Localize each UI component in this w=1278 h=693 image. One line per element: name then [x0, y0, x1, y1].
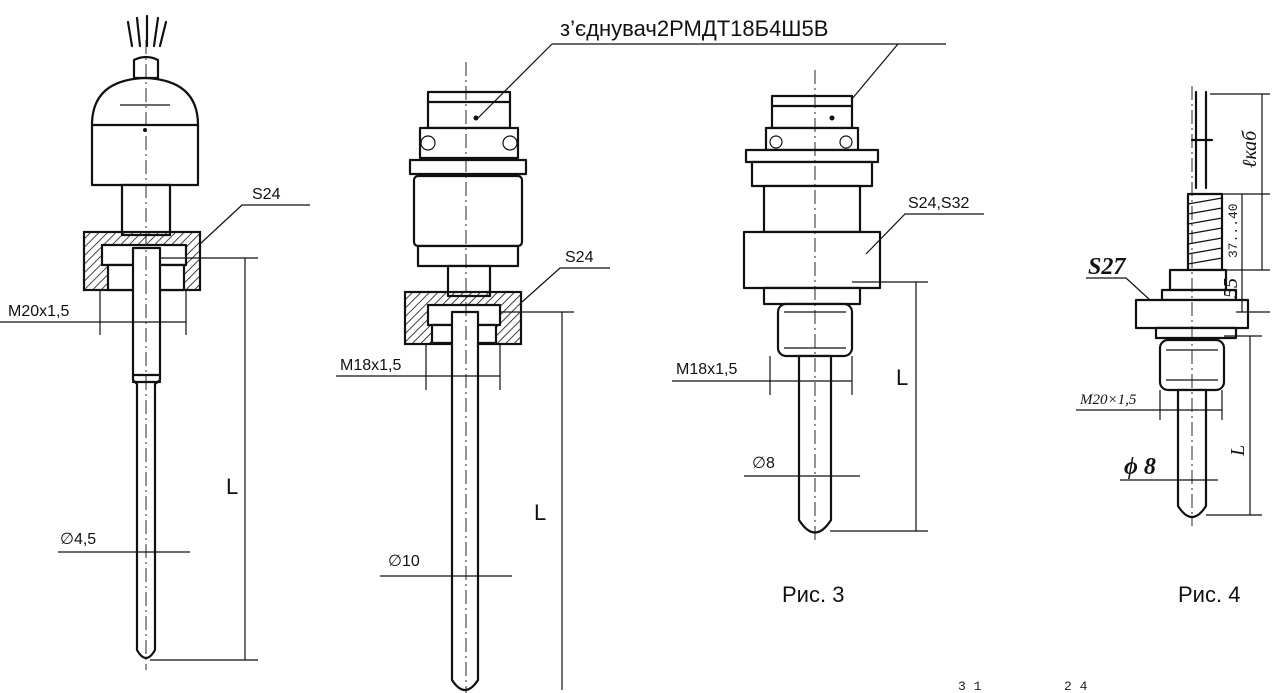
- fig3-caption: Рис. 3: [782, 582, 844, 607]
- page-number-left: 3 1: [958, 679, 982, 693]
- fig2-diameter-label: ∅10: [388, 553, 420, 570]
- fig1-length-label: L: [226, 474, 238, 499]
- connector-callout: з’єднувач2РМДТ18Б4Ш5В: [477, 16, 946, 119]
- figure-4-sensor: ℓкаб 37...40 55 L S27 M20×1,5 ϕ 8 Рис. 4: [1076, 86, 1270, 607]
- fig3-stem: [797, 354, 833, 534]
- fig4-thread-label: M20×1,5: [1079, 392, 1137, 408]
- fig3-length-label: L: [896, 365, 908, 390]
- figure-1-sensor: S24 M20x1,5 L ∅4,5: [0, 14, 310, 670]
- fig3-hex: [742, 230, 882, 290]
- fig4-dim-55: 55: [1220, 278, 1242, 298]
- connector-label: з’єднувач2РМДТ18Б4Ш5В: [560, 16, 828, 41]
- fig4-diameter-label: ϕ 8: [1124, 454, 1156, 480]
- fig2-thread-label: M18x1,5: [340, 357, 401, 374]
- page-number-right: 2 4: [1064, 679, 1088, 693]
- fig3-thread-label: M18x1,5: [676, 361, 737, 378]
- fig1-wrench-label: S24: [252, 186, 281, 203]
- fig4-spring: [1187, 197, 1223, 265]
- fig4-cable-length-label: ℓкаб: [1239, 130, 1261, 168]
- fig4-length-label: L: [1227, 445, 1249, 457]
- figure-3-sensor: S24,S32 M18x1,5 L ∅8 Рис. 3: [672, 70, 984, 607]
- fig3-wrench-label: S24,S32: [908, 195, 969, 212]
- fig1-wires: [126, 14, 168, 80]
- fig2-stem: [450, 310, 480, 692]
- fig1-stem: [131, 246, 162, 660]
- fig2-wrench-label: S24: [565, 249, 594, 266]
- fig4-dim-37-40: 37...40: [1226, 203, 1241, 258]
- fig1-thread-label: M20x1,5: [8, 303, 69, 320]
- fig2-length-label: L: [534, 500, 546, 525]
- fig3-diameter-label: ∅8: [752, 455, 775, 472]
- fig4-wrench-label: S27: [1088, 254, 1126, 280]
- fig1-diameter-label: ∅4,5: [60, 531, 96, 548]
- figure-2-sensor: S24 M18x1,5 L ∅10: [336, 62, 610, 693]
- fig4-caption: Рис. 4: [1178, 582, 1240, 607]
